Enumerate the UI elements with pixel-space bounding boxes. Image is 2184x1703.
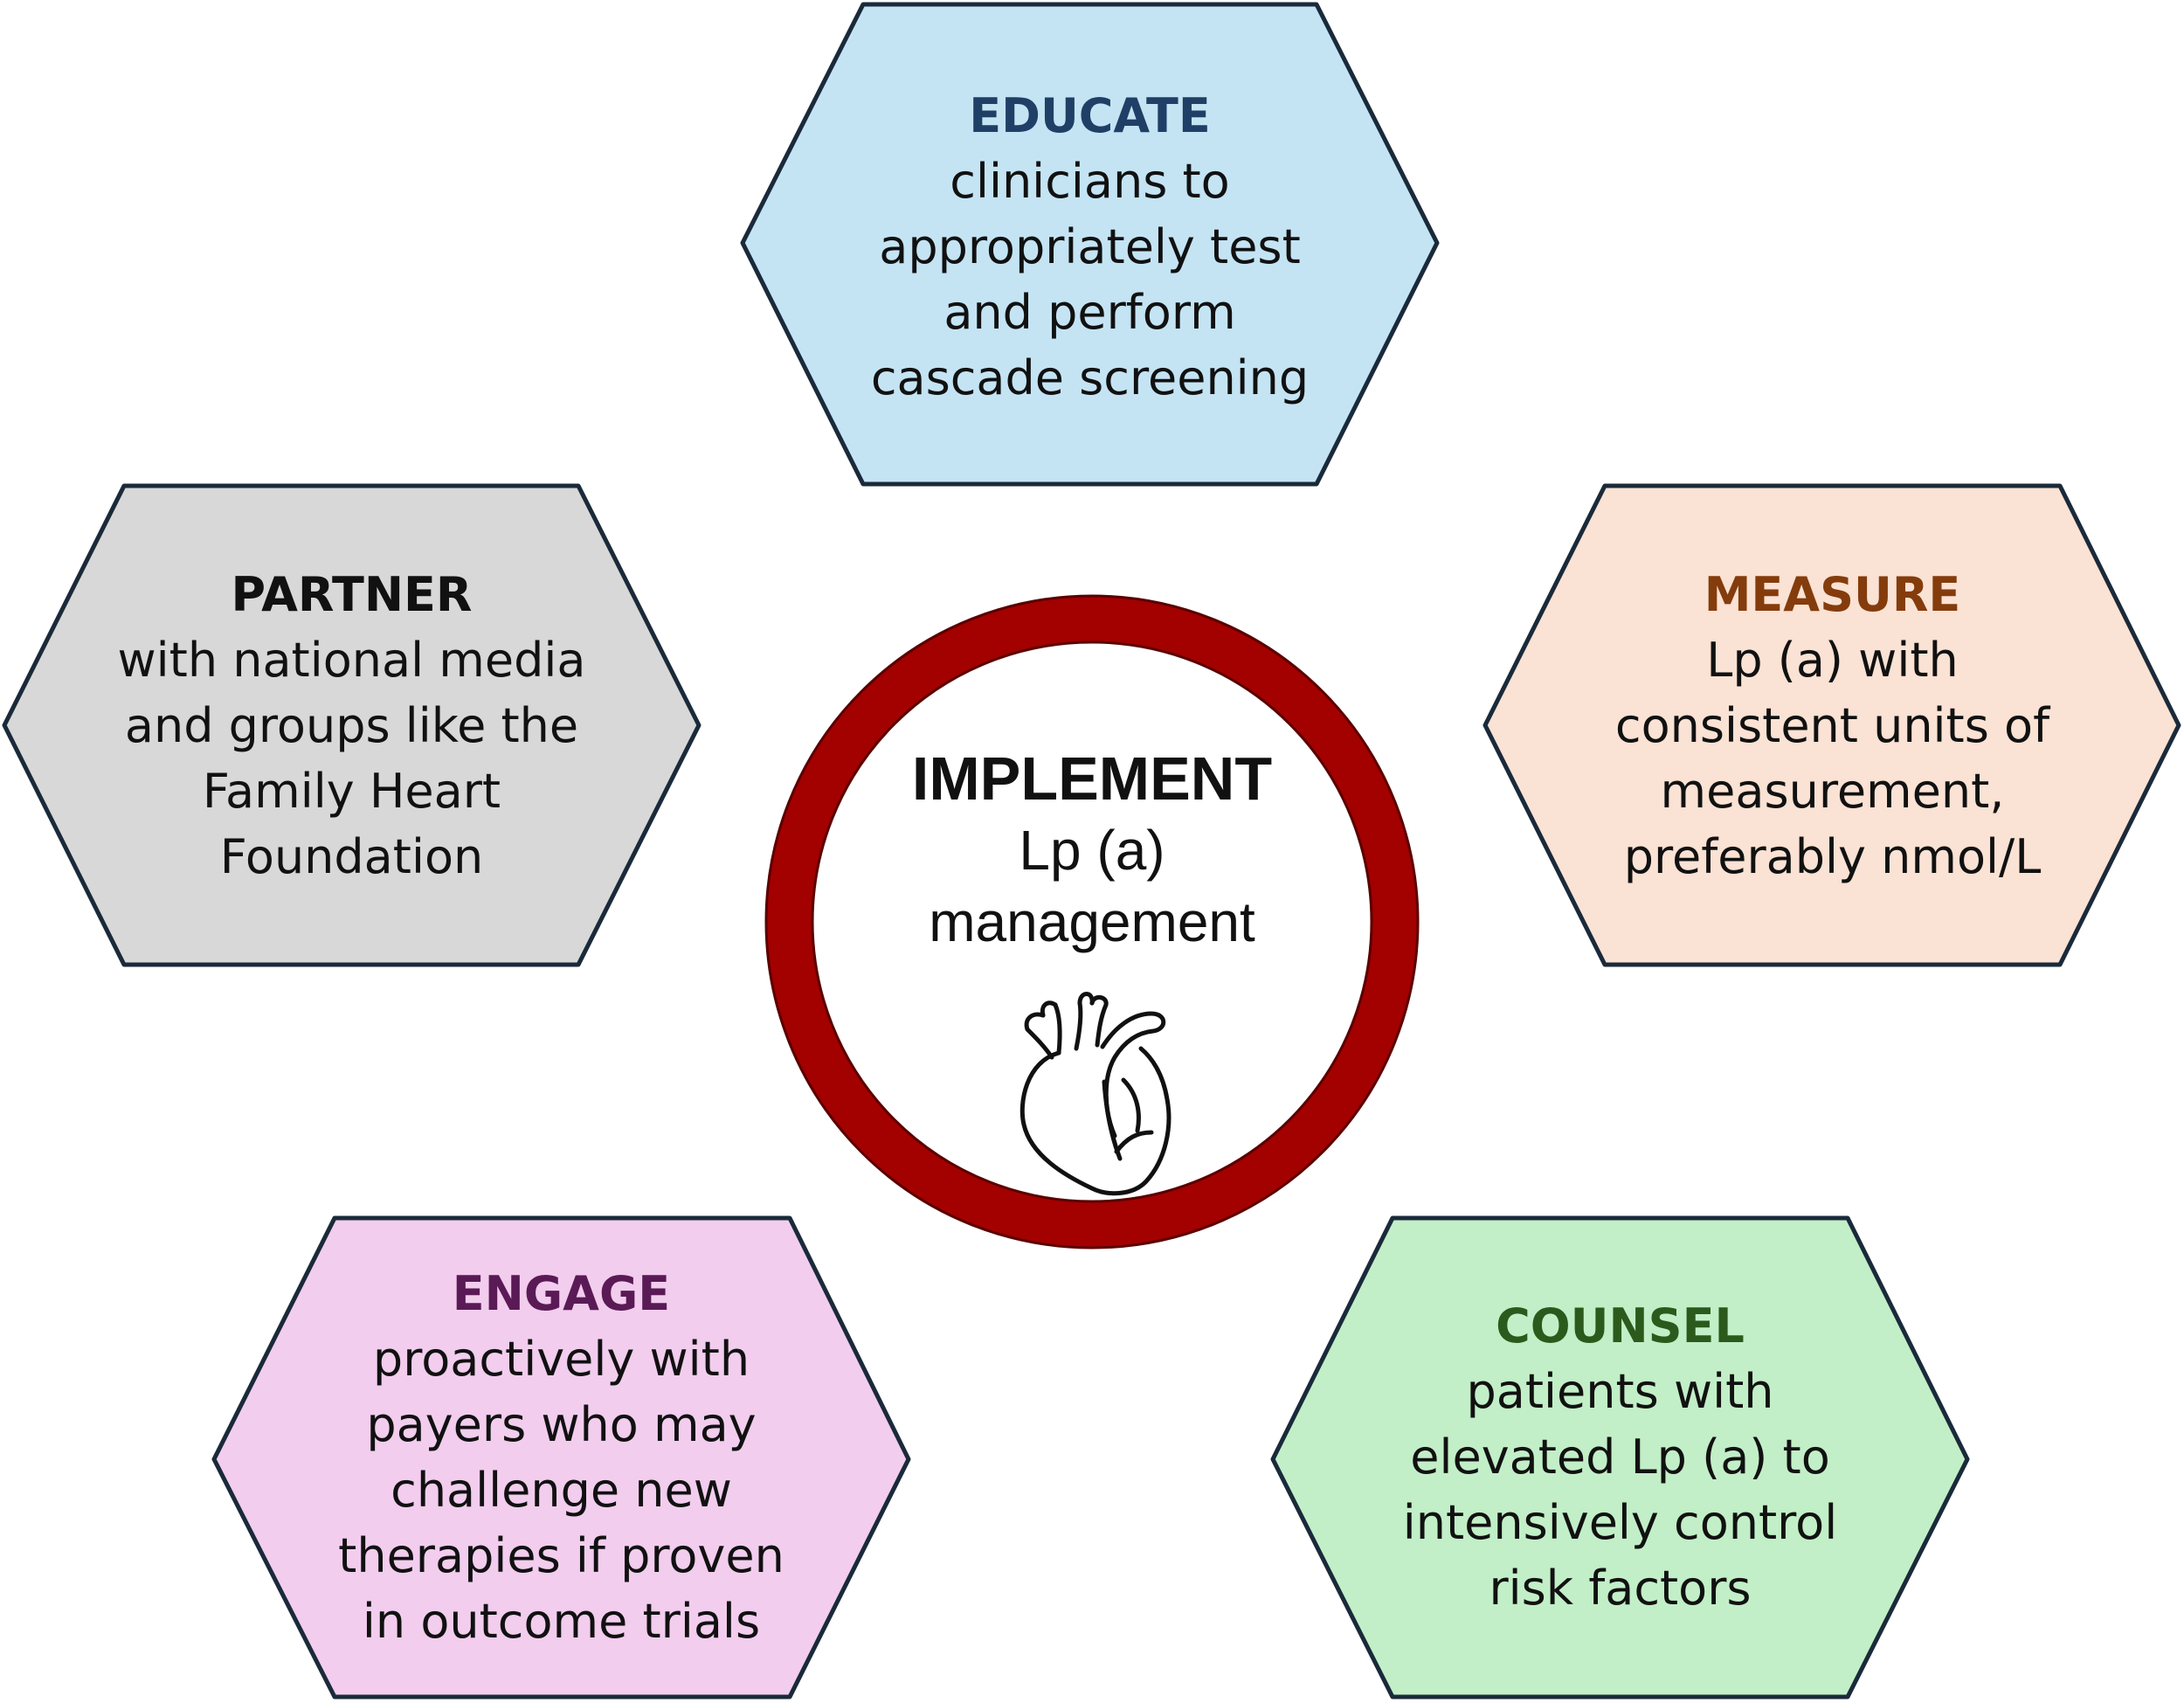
educate-line: and perform (943, 285, 1236, 340)
engage-line: therapies if proven (338, 1528, 784, 1583)
implement-title: IMPLEMENT (911, 744, 1273, 813)
implement-inner-circle (811, 640, 1373, 1203)
engage-line: payers who may (366, 1397, 757, 1452)
counsel-line: risk factors (1489, 1561, 1752, 1616)
measure-title: MEASURE (1704, 567, 1961, 622)
partner-line: and groups like the (124, 698, 579, 753)
partner-line: with national media (117, 633, 586, 688)
counsel-text: COUNSEL patients with elevated Lp (a) to… (1378, 1293, 1863, 1621)
engage-line: challenge new (390, 1463, 732, 1518)
implement-line-1: Lp (a) (1019, 819, 1165, 882)
educate-text: EDUCATE clinicians to appropriately test… (865, 83, 1315, 411)
counsel-line: elevated Lp (a) to (1410, 1430, 1830, 1485)
implement-label: IMPLEMENT Lp (a) management (874, 743, 1310, 958)
measure-text: MEASURE Lp (a) with consistent units of … (1590, 562, 2075, 890)
engage-line: proactively with (372, 1332, 750, 1387)
counsel-hexagon (1270, 1215, 1970, 1700)
measure-hexagon (1482, 483, 2181, 967)
measure-line: consistent units of (1614, 698, 2050, 753)
measure-line: measurement, (1660, 764, 2005, 819)
measure-line: preferably nmol/L (1623, 829, 2042, 884)
partner-text: PARTNER with national media and groups l… (109, 562, 594, 890)
counsel-line: patients with (1466, 1364, 1774, 1419)
implement-line-2: management (929, 890, 1255, 953)
educate-hexagon (740, 2, 1440, 487)
partner-hexagon (2, 483, 702, 967)
heart-icon (1019, 992, 1171, 1196)
partner-line: Foundation (219, 829, 484, 884)
partner-title: PARTNER (231, 567, 473, 622)
educate-line: appropriately test (879, 219, 1301, 274)
engage-hexagon (211, 1215, 911, 1700)
engage-line: in outcome trials (362, 1594, 761, 1649)
engage-title: ENGAGE (452, 1266, 671, 1321)
educate-line: clinicians to (950, 154, 1230, 209)
partner-line: Family Heart (202, 764, 501, 819)
educate-title: EDUCATE (969, 88, 1211, 143)
measure-line: Lp (a) with (1706, 633, 1959, 688)
educate-line: cascade screening (870, 350, 1310, 405)
engage-text: ENGAGE proactively with payers who may c… (319, 1261, 804, 1654)
counsel-title: COUNSEL (1496, 1298, 1745, 1353)
counsel-line: intensively control (1402, 1495, 1838, 1550)
